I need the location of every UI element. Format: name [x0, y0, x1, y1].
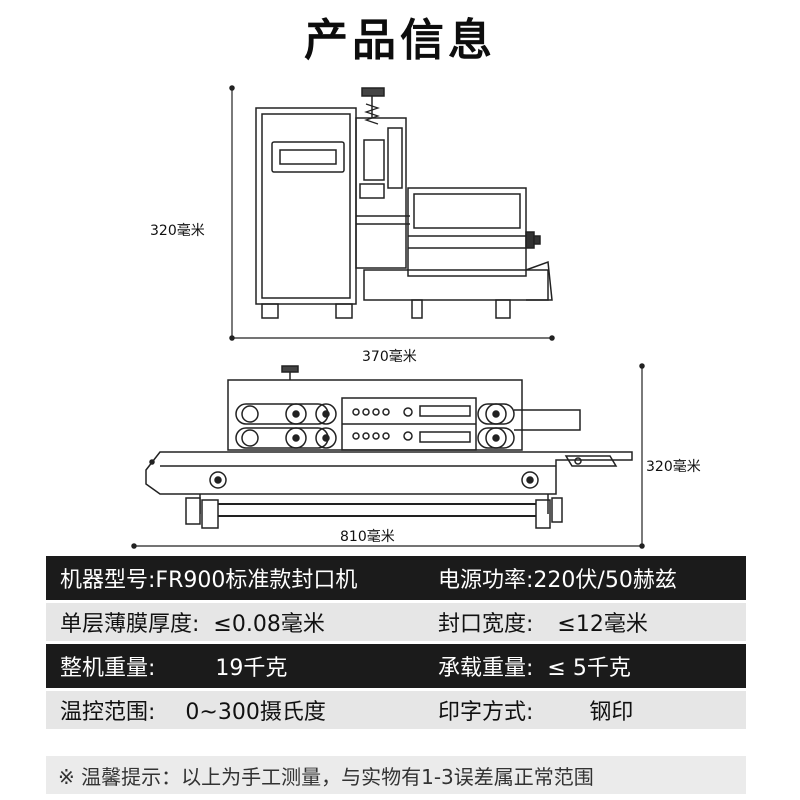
spec-cell: 印字方式: 钢印	[428, 694, 746, 726]
spec-cell: 电源功率:220伏/50赫兹	[428, 562, 746, 594]
spec-cell: 封口宽度: ≤12毫米	[428, 606, 746, 638]
disclaimer-note: ※ 温馨提示：以上为手工测量，与实物有1-3误差属正常范围	[46, 756, 746, 794]
spec-label: 机器型号:	[60, 568, 156, 593]
spec-value: FR900标准款封口机	[155, 568, 358, 593]
spec-value: 钢印	[589, 700, 634, 725]
dimension-top-width: 370毫米	[362, 349, 417, 365]
spec-cell: 温控范围: 0~300摄氏度	[46, 694, 428, 726]
spec-table: 机器型号:FR900标准款封口机 电源功率:220伏/50赫兹 单层薄膜厚度: ≤…	[46, 556, 746, 732]
dimension-bottom-height: 320毫米	[646, 459, 701, 475]
spec-label: 承载重量:	[438, 656, 534, 681]
spec-cell: 整机重量: 19千克	[46, 650, 428, 682]
spec-cell: 承载重量: ≤ 5千克	[428, 650, 746, 682]
spec-cell: 机器型号:FR900标准款封口机	[46, 562, 428, 594]
spec-value: ≤ 5千克	[547, 656, 631, 681]
spec-label: 电源功率:	[438, 568, 534, 593]
spec-value: 19千克	[215, 656, 288, 681]
machine-diagram	[131, 85, 645, 549]
dimension-bottom-width: 810毫米	[340, 529, 395, 545]
spec-value: 220伏/50赫兹	[533, 568, 677, 593]
dimension-top-height: 320毫米	[150, 223, 205, 239]
spec-label: 单层薄膜厚度:	[60, 612, 200, 637]
spec-row: 机器型号:FR900标准款封口机 电源功率:220伏/50赫兹	[46, 556, 746, 600]
spec-cell: 单层薄膜厚度: ≤0.08毫米	[46, 606, 428, 638]
spec-label: 温控范围:	[60, 700, 156, 725]
spec-row: 整机重量: 19千克 承载重量: ≤ 5千克	[46, 644, 746, 688]
spec-label: 整机重量:	[60, 656, 156, 681]
page-title: 产品信息	[304, 15, 496, 66]
spec-row: 温控范围: 0~300摄氏度 印字方式: 钢印	[46, 688, 746, 732]
spec-label: 印字方式:	[438, 700, 534, 725]
spec-value: ≤12毫米	[557, 612, 648, 637]
spec-row: 单层薄膜厚度: ≤0.08毫米 封口宽度: ≤12毫米	[46, 600, 746, 644]
spec-value: 0~300摄氏度	[185, 700, 326, 725]
spec-value: ≤0.08毫米	[213, 612, 325, 637]
spec-label: 封口宽度:	[438, 612, 534, 637]
